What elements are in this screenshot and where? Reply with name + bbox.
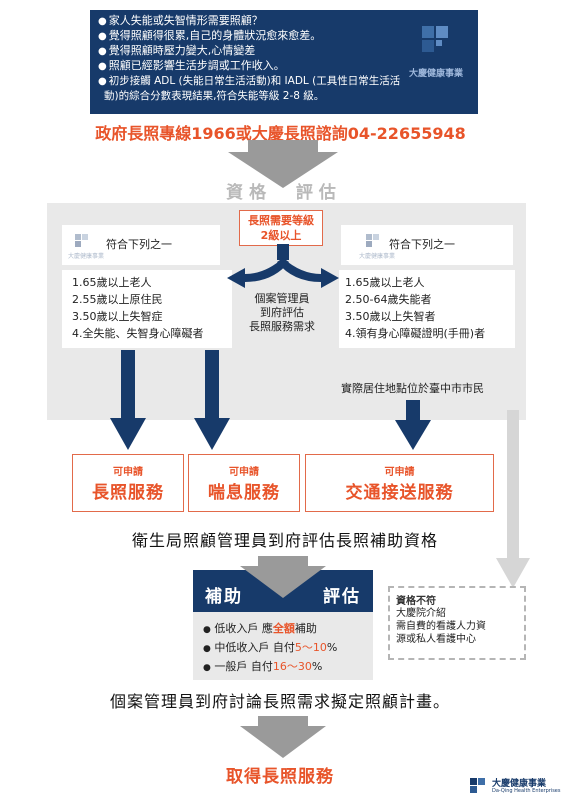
subsidy-row: ● 低收入戶 應全額補助: [203, 622, 317, 635]
down-arrow-icon: [240, 716, 326, 758]
right-criteria-item: 3.50歲以上失智者: [345, 310, 436, 323]
right-criteria-item: 2.50-64歲失能者: [345, 293, 432, 306]
health-bureau-line: 衛生局照顧管理員到府評估長照補助資格: [131, 531, 438, 550]
intro-bullet-cont: 動)的綜合分數表現結果,符合失能等級 2-8 級。: [104, 90, 325, 102]
down-arrow-icon: [110, 350, 146, 450]
service-big-label: 長照服務: [92, 483, 164, 503]
service-small-label: 可申請: [384, 467, 415, 478]
footer-brand-name: 大慶健康事業: [492, 779, 547, 789]
residency-text: 實際居住地點位於臺中市市民: [341, 382, 484, 395]
service-small-label: 可申請: [113, 467, 143, 478]
left-criteria-header: 符合下列之一 大慶健康事業: [62, 225, 220, 265]
need-level-line1: 長照需要等級: [248, 214, 314, 227]
logo-mark-icon: [75, 234, 88, 247]
subsidy-list: ● 低收入戶 應全額補助 ● 中低收入戶 自付5～10% ● 一般戶 自付16～…: [203, 620, 371, 677]
right-card-brand: 大慶健康事業: [359, 253, 396, 260]
respite-service-button[interactable]: 可申請 喘息服務: [188, 454, 300, 512]
split-arrow-icon: [227, 244, 339, 288]
service-small-label: 可申請: [229, 467, 259, 478]
right-criteria-list: 1.65歲以上老人 2.50-64歲失能者 3.50歲以上失智者 4.領有身心障…: [339, 270, 515, 348]
right-criteria-header: 符合下列之一 大慶健康事業: [341, 225, 513, 265]
not-eligible-line: 需自費的看護人力資: [396, 621, 486, 632]
left-criteria-item: 1.65歲以上老人: [72, 276, 152, 289]
subsidy-row: ● 中低收入戶 自付5～10%: [203, 641, 338, 654]
down-arrow-icon: [240, 556, 326, 598]
service-big-label: 喘息服務: [208, 483, 280, 503]
intro-bullet: ●照顧已經影響生活步調或工作收入。: [98, 59, 285, 72]
hotline-text: 政府長照專線1966或大慶長照諮詢04-22655948: [95, 124, 466, 143]
subsidy-header-left: 補助: [205, 587, 243, 607]
footer-brand-sub: Da-Qing Health Enterprises: [492, 788, 561, 794]
need-level-badge: 長照需要等級 2級以上: [239, 210, 323, 246]
intro-bullet: ●家人失能或失智情形需要照顧？: [98, 14, 263, 27]
brand-logo: 大慶健康事業: [406, 22, 466, 80]
left-criteria-item: 3.50歲以上失智症: [72, 310, 163, 323]
not-eligible-box: 資格不符 大慶院介紹 需自費的看護人力資 源或私人看護中心: [388, 586, 526, 660]
case-manager-line: 個案管理員到府討論長照需求擬定照顧計畫。: [109, 692, 450, 711]
right-criteria-item: 4.領有身心障礙證明(手冊)者: [345, 327, 486, 340]
intro-bullet: ●覺得照顧得很累,自己的身體狀況愈來愈差。: [98, 29, 322, 42]
need-level-line2: 2級以上: [260, 229, 302, 242]
service-big-label: 交通接送服務: [345, 483, 454, 503]
logo-mark-icon: [422, 26, 448, 52]
down-arrow-icon: [228, 140, 338, 188]
subsidy-row: ● 一般戶 自付16～30%: [203, 660, 323, 673]
eligibility-title: 資格 評估: [226, 183, 342, 203]
intro-box: ●家人失能或失智情形需要照顧？ ●覺得照顧得很累,自己的身體狀況愈來愈差。 ●覺…: [90, 10, 478, 114]
intro-bullet: ●初步接觸 ADL (失能日常生活活動)和 IADL (工具性日常生活活: [98, 75, 401, 87]
not-eligible-title: 資格不符: [396, 596, 436, 607]
footer-brand: 大慶健康事業 Da-Qing Health Enterprises: [468, 774, 561, 800]
not-eligible-line: 源或私人看護中心: [396, 634, 476, 645]
down-arrow-icon: [496, 410, 530, 588]
center-text-line: 到府評估: [260, 306, 304, 319]
right-criteria-heading: 符合下列之一: [389, 238, 455, 251]
logo-mark-icon: [366, 234, 379, 247]
down-arrow-icon: [395, 400, 431, 450]
left-criteria-list: 1.65歲以上老人 2.55歲以上原住民 3.50歲以上失智症 4.全失能、失智…: [62, 270, 232, 348]
transport-service-button[interactable]: 可申請 交通接送服務: [305, 454, 494, 512]
right-criteria-item: 1.65歲以上老人: [345, 276, 425, 289]
brand-logo-text: 大慶健康事業: [408, 69, 463, 79]
center-text-line: 個案管理員: [254, 292, 310, 305]
left-criteria-item: 2.55歲以上原住民: [72, 293, 163, 306]
case-assessment-text: 個案管理員 到府評估 長照服務需求: [232, 292, 332, 334]
logo-mark-icon: [470, 778, 485, 793]
down-arrow-icon: [194, 350, 230, 450]
ltc-service-button[interactable]: 可申請 長照服務: [72, 454, 184, 512]
left-card-brand: 大慶健康事業: [68, 253, 105, 260]
not-eligible-line: 大慶院介紹: [396, 608, 446, 619]
intro-bullet: ●覺得照顧時壓力變大,心情變差: [98, 44, 256, 57]
left-criteria-item: 4.全失能、失智身心障礙者: [72, 327, 204, 340]
final-service-text: 取得長照服務: [226, 767, 334, 787]
subsidy-header-right: 評估: [323, 587, 361, 607]
center-text-line: 長照服務需求: [249, 320, 315, 333]
left-criteria-heading: 符合下列之一: [106, 238, 172, 251]
